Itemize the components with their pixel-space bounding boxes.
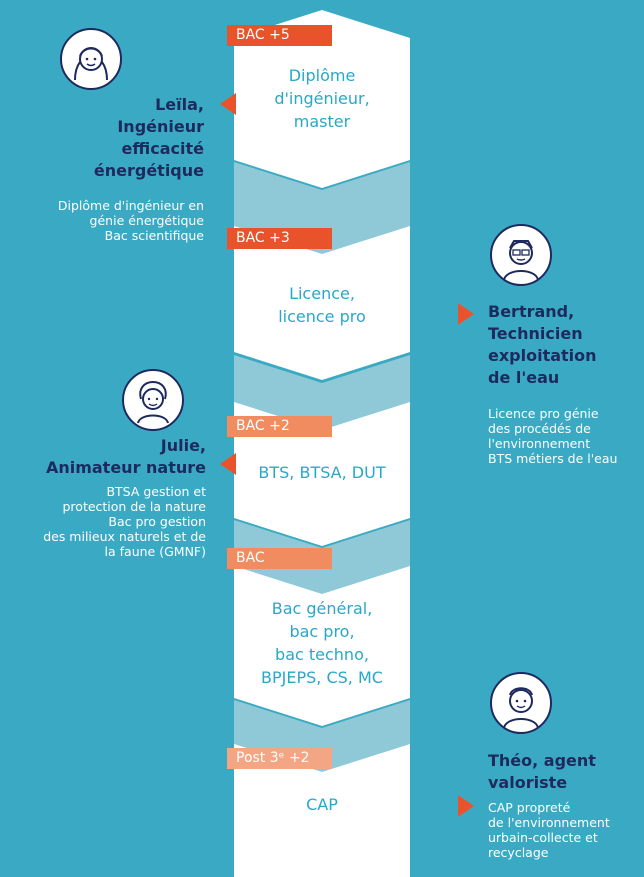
- tier-shape: [234, 10, 410, 188]
- tier-shape: [234, 226, 410, 380]
- tier-diploma-text: BTS, BTSA, DUT: [258, 463, 386, 482]
- tier-tag: BAC: [227, 548, 332, 569]
- tier-shape: [234, 402, 410, 546]
- person-description: Licence pro génie des procédés de l'envi…: [488, 406, 618, 466]
- woman-avatar-icon: [60, 28, 122, 90]
- person-name: Leïla, Ingénieur efficacité énergétique: [93, 95, 204, 180]
- person-name: Julie, Animateur nature: [45, 436, 206, 477]
- person-name: Théo, agent valoriste: [488, 751, 596, 792]
- person-name: Bertrand, Technicien exploitation de l'e…: [488, 302, 597, 387]
- tier-shape: [234, 744, 410, 877]
- man-avatar-icon: [490, 672, 552, 734]
- tier-diploma-text: CAP: [306, 795, 338, 814]
- person-description: BTSA gestion et protection de la nature …: [43, 484, 206, 559]
- tier-diploma-text: Licence, licence pro: [278, 284, 366, 326]
- person-description: CAP propreté de l'environnement urbain-c…: [488, 800, 610, 860]
- pointer-arrow: [220, 93, 236, 115]
- tier-diploma-text: Diplôme d'ingénieur, master: [274, 66, 370, 131]
- tier-shape: [234, 566, 410, 726]
- tier-diploma-text: Bac général, bac pro, bac techno, BPJEPS…: [261, 599, 383, 687]
- person-description: Diplôme d'ingénieur en génie énergétique…: [57, 198, 204, 243]
- tier-tag: BAC +5: [227, 25, 332, 46]
- tier-tag: BAC +3: [227, 228, 332, 249]
- man-glasses-avatar-icon: [490, 224, 552, 286]
- pointer-arrow: [458, 795, 474, 817]
- tier-tag: BAC +2: [227, 416, 332, 437]
- woman-curly-avatar-icon: [122, 369, 184, 431]
- pointer-arrow: [458, 303, 474, 325]
- tier-tag: Post 3ᵉ +2: [227, 748, 332, 769]
- pointer-arrow: [220, 453, 236, 475]
